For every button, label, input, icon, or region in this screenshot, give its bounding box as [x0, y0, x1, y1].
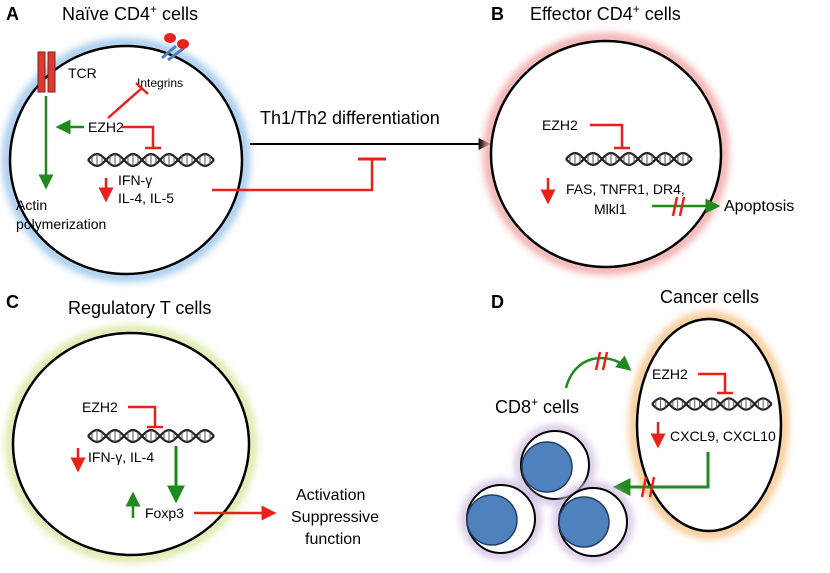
polymerization-label: polymerization [16, 216, 106, 232]
panel-c-letter: C [6, 292, 19, 312]
ezh2-label-a: EZH2 [88, 119, 124, 135]
cd8-t-cell [515, 425, 595, 505]
apoptosis-label: Apoptosis [724, 198, 794, 215]
ezh2-label-d: EZH2 [652, 366, 688, 382]
tcr-receptor-icon [37, 51, 56, 93]
cd8-label: CD8+ cells [495, 395, 579, 417]
activation-label: Activation [296, 487, 365, 504]
cell-b-glow [483, 33, 729, 275]
il-label-a: IL-4, IL-5 [118, 190, 174, 206]
panel-b-title: Effector CD4+ cells [530, 2, 681, 24]
cell-c-membrane [11, 331, 251, 557]
cxcl-label: CXCL9, CXCL10 [670, 428, 776, 444]
panel-d: D Cancer cells EZH2 CXCL9, CXCL10 CD8+ c… [461, 287, 789, 562]
ezh2-inhibit-dna-c [128, 405, 157, 426]
panel-b: B Effector CD4+ cells EZH2 FAS, TNFR1, D… [483, 2, 794, 275]
suppressive-label: Suppressive [291, 509, 379, 526]
cytokine-inhibit-differentiation [212, 160, 374, 192]
panel-a-title: Naïve CD4+ cells [62, 2, 198, 24]
foxp3-label: Foxp3 [145, 505, 184, 521]
genes-label-b-1: FAS, TNFR1, DR4, [566, 181, 685, 197]
cd8-t-cell [461, 479, 541, 559]
function-label: function [305, 531, 361, 548]
panel-b-letter: B [491, 4, 504, 24]
cancer-cell-glow [629, 311, 789, 539]
panel-a: A Naïve CD4+ cells TCR Integrins EZH2 [2, 2, 250, 282]
ezh2-label-c: EZH2 [82, 399, 118, 415]
cancer-cell-membrane [635, 317, 783, 533]
ezh2-inhibit-dna-a [122, 125, 155, 147]
panel-c-title: Regulatory T cells [68, 298, 211, 318]
panel-a-letter: A [6, 4, 19, 24]
panel-d-letter: D [491, 292, 504, 312]
cell-c-glow [5, 325, 257, 563]
integrins-label: Integrins [137, 76, 183, 90]
panel-d-title: Cancer cells [660, 287, 759, 307]
genes-label-b-2: Mlkl1 [594, 201, 627, 217]
ezh2-inhibit-dna-d [698, 372, 727, 392]
cell-a-membrane [8, 44, 244, 276]
panel-c: C Regulatory T cells EZH2 IFN-γ, IL-4 Fo… [5, 292, 379, 563]
cell-a-glow [2, 38, 250, 282]
tcr-label: TCR [68, 65, 97, 81]
chemokine-to-cd8-arrow [612, 452, 710, 496]
differentiation-label: Th1/Th2 differentiation [260, 108, 440, 128]
ezh2-inhibit-integrins [107, 87, 143, 119]
ezh2-inhibit-dna-b [590, 123, 624, 147]
cd8-t-cell [553, 482, 633, 562]
ezh2-label-b: EZH2 [542, 117, 578, 133]
cd8-to-cancer-arrow [564, 355, 632, 389]
ifn-il-label-c: IFN-γ, IL-4 [88, 449, 154, 465]
differentiation-link: Th1/Th2 differentiation [212, 108, 491, 192]
ifn-label-a: IFN-γ [118, 172, 152, 188]
actin-label: Actin [16, 197, 47, 213]
integrin-receptor-icon [161, 33, 189, 62]
